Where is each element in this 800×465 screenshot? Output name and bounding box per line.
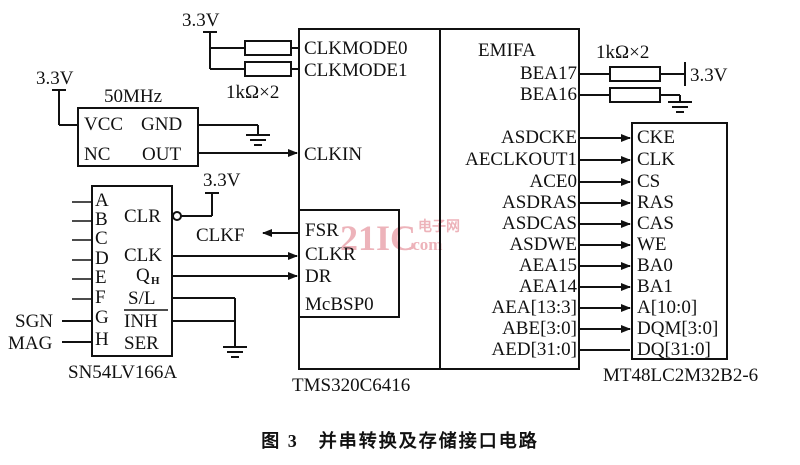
shift-register-box [91, 185, 173, 357]
pin-asdcas: ASDCAS [502, 213, 577, 234]
vcc-label-clkmode: 3.3V [182, 10, 220, 31]
shift-pin-qh: Q [136, 265, 150, 286]
pin-a10-0: A[10:0] [637, 297, 697, 318]
pin-cas: CAS [637, 213, 674, 234]
sdram-chip-box [631, 122, 728, 360]
pin-dqm3-0: DQM[3:0] [637, 318, 718, 339]
emif-sdram-bus-arrows [579, 134, 631, 351]
mcbsp-name: McBSP0 [305, 294, 374, 315]
vcc-label-osc: 3.3V [36, 68, 74, 89]
shift-in-c: C [95, 228, 108, 249]
figure-caption: 图 3 并串转换及存储接口电路 [261, 430, 539, 451]
watermark-domain: .com [408, 235, 442, 254]
shift-pin-clr: CLR [124, 206, 161, 227]
ground-symbol-shift [223, 346, 247, 358]
pin-ba1: BA1 [637, 276, 673, 297]
osc-pin-nc: NC [84, 144, 110, 165]
shift-pin-sl: S/L [128, 288, 155, 309]
pin-bea17: BEA17 [520, 63, 577, 84]
pin-ba0: BA0 [637, 255, 673, 276]
dsp-chip-name: TMS320C6416 [292, 375, 410, 396]
osc-pin-out: OUT [142, 144, 181, 165]
signal-clkf: CLKF [196, 225, 245, 246]
ground-symbol-osc [246, 134, 270, 146]
resistor-clkmode0 [244, 40, 292, 56]
pin-clkmode1: CLKMODE1 [304, 60, 407, 81]
shift-in-a: A [95, 190, 109, 211]
shift-in-d: D [95, 248, 109, 269]
emif-pin-labels: BEA17 BEA16 ASDCKE AECLKOUT1 ACE0 ASDRAS… [465, 63, 577, 360]
pin-ace0: ACE0 [530, 171, 578, 192]
pin-we: WE [637, 234, 667, 255]
pin-bea16: BEA16 [520, 84, 577, 105]
resistor-bea16 [609, 87, 661, 103]
watermark-logo: 21IC 电子网 .com [340, 218, 460, 258]
signal-mag: MAG [8, 333, 53, 354]
shift-pin-clk: CLK [124, 245, 162, 266]
resistor-label-left: 1kΩ×2 [226, 82, 279, 103]
shift-pin-inh: INH [124, 311, 158, 332]
clr-inversion-bubble [172, 211, 182, 221]
sdram-chip-name: MT48LC2M32B2-6 [603, 365, 758, 386]
pin-aeclkout1: AECLKOUT1 [465, 149, 577, 170]
pin-aea13-3: AEA[13:3] [492, 297, 577, 318]
pin-aea15: AEA15 [519, 255, 577, 276]
pin-clk-sdram: CLK [637, 149, 675, 170]
shift-register-name: SN54LV166A [68, 362, 177, 383]
emifa-label: EMIFA [478, 40, 536, 61]
pin-abe3-0: ABE[3:0] [502, 318, 577, 339]
shift-in-f: F [95, 287, 106, 308]
pin-cke: CKE [637, 127, 675, 148]
pin-ras: RAS [637, 192, 674, 213]
shift-input-stubs [72, 201, 92, 300]
pin-cs: CS [637, 171, 660, 192]
pin-asdcke: ASDCKE [501, 127, 577, 148]
pin-clkin: CLKIN [304, 144, 362, 165]
osc-freq: 50MHz [104, 86, 162, 107]
shift-in-g: G [95, 307, 109, 328]
osc-pin-gnd: GND [141, 114, 182, 135]
pin-fsr: FSR [305, 220, 339, 241]
pin-clkr: CLKR [305, 244, 356, 265]
shift-in-b: B [95, 209, 108, 230]
pin-aed31-0: AED[31:0] [492, 339, 577, 360]
watermark-main: 21IC [340, 218, 416, 258]
shift-pin-ser: SER [124, 333, 159, 354]
pin-dq31-0: DQ[31:0] [637, 339, 711, 360]
sdram-pin-labels: CKE CLK CS RAS CAS WE BA0 BA1 A[10:0] DQ… [637, 127, 718, 360]
shift-input-labels: A B C D E F G H [95, 190, 109, 350]
mcbsp-box [298, 209, 400, 318]
resistor-clkmode1 [244, 61, 292, 77]
vcc-label-clr: 3.3V [203, 170, 241, 191]
pin-clkmode0: CLKMODE0 [304, 38, 407, 59]
oscillator-box [77, 107, 199, 167]
pin-dr: DR [305, 266, 332, 287]
resistor-bea17 [609, 66, 661, 82]
signal-sgn: SGN [15, 311, 53, 332]
resistor-label-right: 1kΩ×2 [596, 42, 649, 63]
pin-asdwe: ASDWE [509, 234, 577, 255]
shift-pin-qh-sub: H [151, 275, 160, 287]
shift-in-h: H [95, 329, 109, 350]
osc-pin-vcc: VCC [84, 114, 123, 135]
shift-in-e: E [95, 267, 107, 288]
pin-asdras: ASDRAS [502, 192, 577, 213]
pin-aea14: AEA14 [519, 276, 578, 297]
vcc-label-right: 3.3V [690, 65, 728, 86]
ground-symbol-bea16 [668, 101, 692, 113]
